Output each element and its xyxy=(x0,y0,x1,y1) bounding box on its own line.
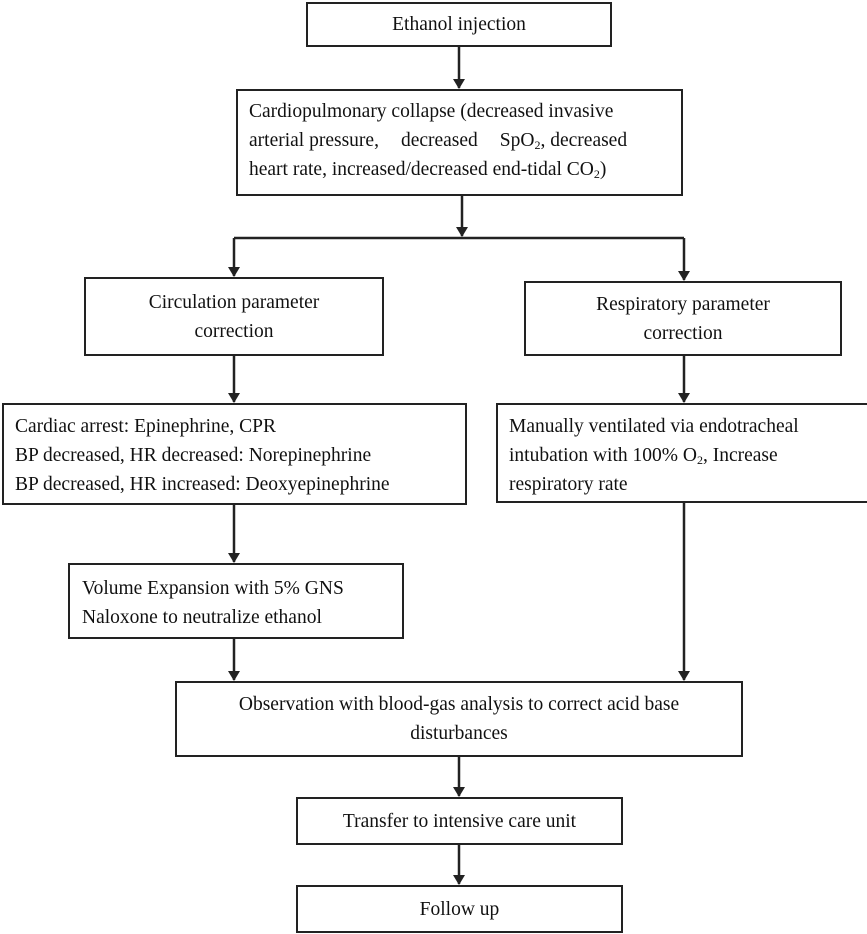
transfer-icu-box: Transfer to intensive care unit xyxy=(296,797,623,845)
ventilation-line-1: Manually ventilated via endotracheal xyxy=(509,416,799,437)
follow-up-text: Follow up xyxy=(419,898,500,920)
volume-line-1: Volume Expansion with 5% GNS xyxy=(82,578,344,599)
ventilation-line-3: respiratory rate xyxy=(509,474,628,495)
cardiopulmonary-collapse-box: Cardiopulmonary collapse (decreased inva… xyxy=(236,89,683,196)
circulation-action-1: Cardiac arrest: Epinephrine, CPR xyxy=(15,416,277,437)
observation-line-1: Observation with blood-gas analysis to c… xyxy=(238,694,680,715)
respiratory-line-1: Respiratory parameter xyxy=(596,293,770,315)
volume-expansion-box: Volume Expansion with 5% GNS Naloxone to… xyxy=(68,563,404,639)
circulation-line-1: Circulation parameter xyxy=(148,291,320,313)
ventilation-box: Manually ventilated via endotracheal int… xyxy=(496,403,867,503)
respiratory-parameter-box: Respiratory parameter correction xyxy=(524,281,842,356)
follow-up-box: Follow up xyxy=(296,885,623,933)
volume-line-2: Naloxone to neutralize ethanol xyxy=(82,607,322,628)
collapse-line-1: Cardiopulmonary collapse (decreased inva… xyxy=(249,101,614,122)
circulation-action-3: BP decreased, HR increased: Deoxyepineph… xyxy=(15,474,390,495)
observation-line-2: disturbances xyxy=(410,723,508,744)
ethanol-injection-box: Ethanol injection xyxy=(306,2,612,47)
respiratory-line-2: correction xyxy=(643,322,723,344)
transfer-text: Transfer to intensive care unit xyxy=(342,810,577,832)
ventilation-line-2: intubation with 100% O2, Increase xyxy=(509,445,778,467)
circulation-action-2: BP decreased, HR decreased: Norepinephri… xyxy=(15,445,372,466)
circulation-parameter-box: Circulation parameter correction xyxy=(84,277,384,356)
observation-box: Observation with blood-gas analysis to c… xyxy=(175,681,743,757)
collapse-line-3: heart rate, increased/decreased end-tida… xyxy=(249,159,607,181)
circulation-actions-box: Cardiac arrest: Epinephrine, CPR BP decr… xyxy=(2,403,467,505)
circulation-line-2: correction xyxy=(194,320,274,342)
ethanol-injection-text: Ethanol injection xyxy=(392,14,526,35)
